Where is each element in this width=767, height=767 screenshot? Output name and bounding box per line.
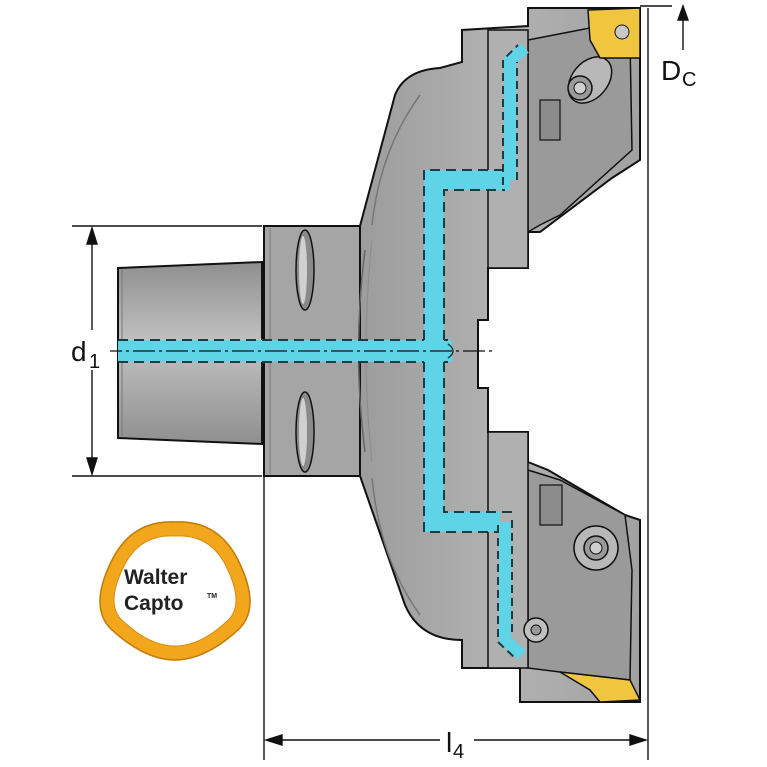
label-d1: d 1 [70, 330, 110, 373]
walter-capto-logo: Walter Capto TM [99, 521, 251, 661]
clamp-screw-upper [567, 56, 613, 104]
svg-text:C: C [682, 69, 696, 91]
svg-text:D: D [661, 55, 681, 86]
logo-capto-text: Capto [124, 592, 184, 615]
upper-insert-seat [487, 25, 633, 269]
wedge-screw-lower [523, 617, 549, 643]
svg-text:4: 4 [453, 741, 464, 763]
svg-text:l: l [446, 727, 452, 758]
lower-insert [559, 671, 642, 703]
label-dc: D C [660, 50, 700, 91]
clamp-screw-lower [573, 525, 619, 571]
keyway-slot-bottom [295, 391, 315, 473]
logo-trademark: TM [207, 593, 217, 600]
svg-text:d: d [71, 336, 87, 367]
svg-text:1: 1 [89, 351, 100, 373]
keyway-slot-top [295, 229, 315, 311]
label-l4: l 4 [440, 724, 474, 763]
logo-walter-text: Walter [124, 566, 187, 589]
upper-insert [587, 7, 641, 59]
